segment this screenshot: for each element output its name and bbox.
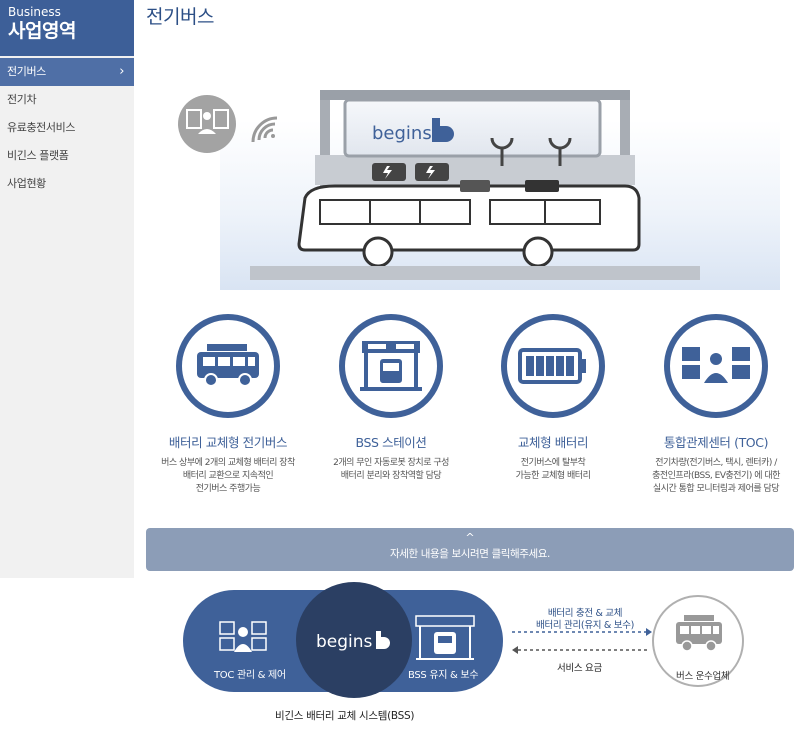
sidebar-item-platform[interactable]: 비긴스 플랫폼: [0, 142, 134, 170]
wireless-signal-icon: [251, 116, 278, 143]
sidebar-item-label: 전기버스: [7, 65, 46, 78]
flow-fee-label: 서비스 요금: [557, 663, 602, 674]
begins-logo: begins: [296, 582, 412, 698]
control-center-icon: [219, 621, 267, 652]
flow-service-label: 배터리 충전 & 교체 배터리 관리(유지 & 보수): [536, 608, 635, 631]
battery-icon: [518, 348, 586, 384]
sidebar-subtitle: Business: [8, 5, 61, 19]
feature-title: 배터리 교체형 전기버스: [168, 435, 288, 450]
sidebar-item-label: 사업현황: [7, 177, 46, 190]
bus-operator-label: 버스 운수업체: [676, 671, 730, 682]
diagram-caption: 비긴스 배터리 교체 시스템(BSS): [275, 710, 415, 722]
station-icon: [360, 341, 422, 391]
page-title: 전기버스: [146, 6, 214, 28]
control-center-icon: [682, 347, 750, 383]
feature-title: 교체형 배터리: [517, 435, 589, 450]
sidebar: Business 사업영역 전기버스 › 전기차 유료충전서비스 비긴스 플랫폼…: [0, 0, 134, 578]
more-details-button[interactable]: ^ 자세한 내용을 보시려면 클릭해주세요.: [146, 528, 794, 571]
feature-title: BSS 스테이션: [355, 435, 427, 450]
station-icon: [415, 615, 475, 660]
flow-arrows: [512, 628, 652, 654]
feature-title: 통합관제센터 (TOC): [663, 435, 769, 450]
sidebar-item-label: 전기차: [7, 93, 37, 106]
sidebar-header: Business 사업영역: [0, 0, 134, 56]
chevron-right-icon: ›: [119, 64, 124, 79]
bus-icon: [676, 615, 722, 652]
sidebar-item-status[interactable]: 사업현황: [0, 170, 134, 198]
sidebar-title: 사업영역: [8, 20, 76, 42]
bus-icon: [197, 344, 259, 387]
sidebar-item-charging-service[interactable]: 유료충전서비스: [0, 114, 134, 142]
bss-label: BSS 유지 & 보수: [408, 670, 479, 681]
battery-icon: [372, 163, 449, 181]
hero-illustration: begins: [178, 90, 780, 290]
sidebar-item-label: 유료충전서비스: [7, 121, 76, 134]
operator-monitor-icon: [178, 95, 236, 153]
toc-label: TOC 관리 & 제어: [214, 670, 286, 681]
sidebar-item-electric-car[interactable]: 전기차: [0, 86, 134, 114]
svg-text:begins: begins: [316, 632, 373, 652]
sidebar-item-label: 비긴스 플랫폼: [7, 149, 69, 162]
svg-text:begins: begins: [372, 123, 432, 144]
begins-logo-mark: begins: [316, 631, 390, 652]
feature-desc: 전기차량(전기버스, 택시, 렌터카) /충전인프라(BSS, EV충전기) 에…: [652, 458, 780, 494]
sidebar-item-electric-bus[interactable]: 전기버스 ›: [0, 58, 134, 86]
more-details-label: 자세한 내용을 보시려면 클릭해주세요.: [390, 548, 550, 560]
feature-toc: 통합관제센터 (TOC) 전기차량(전기버스, 택시, 렌터카) /충전인프라(…: [636, 314, 796, 496]
robot-arm-icon: [490, 137, 572, 166]
bus-icon: [297, 180, 641, 268]
chevron-up-icon: ^: [465, 531, 475, 544]
